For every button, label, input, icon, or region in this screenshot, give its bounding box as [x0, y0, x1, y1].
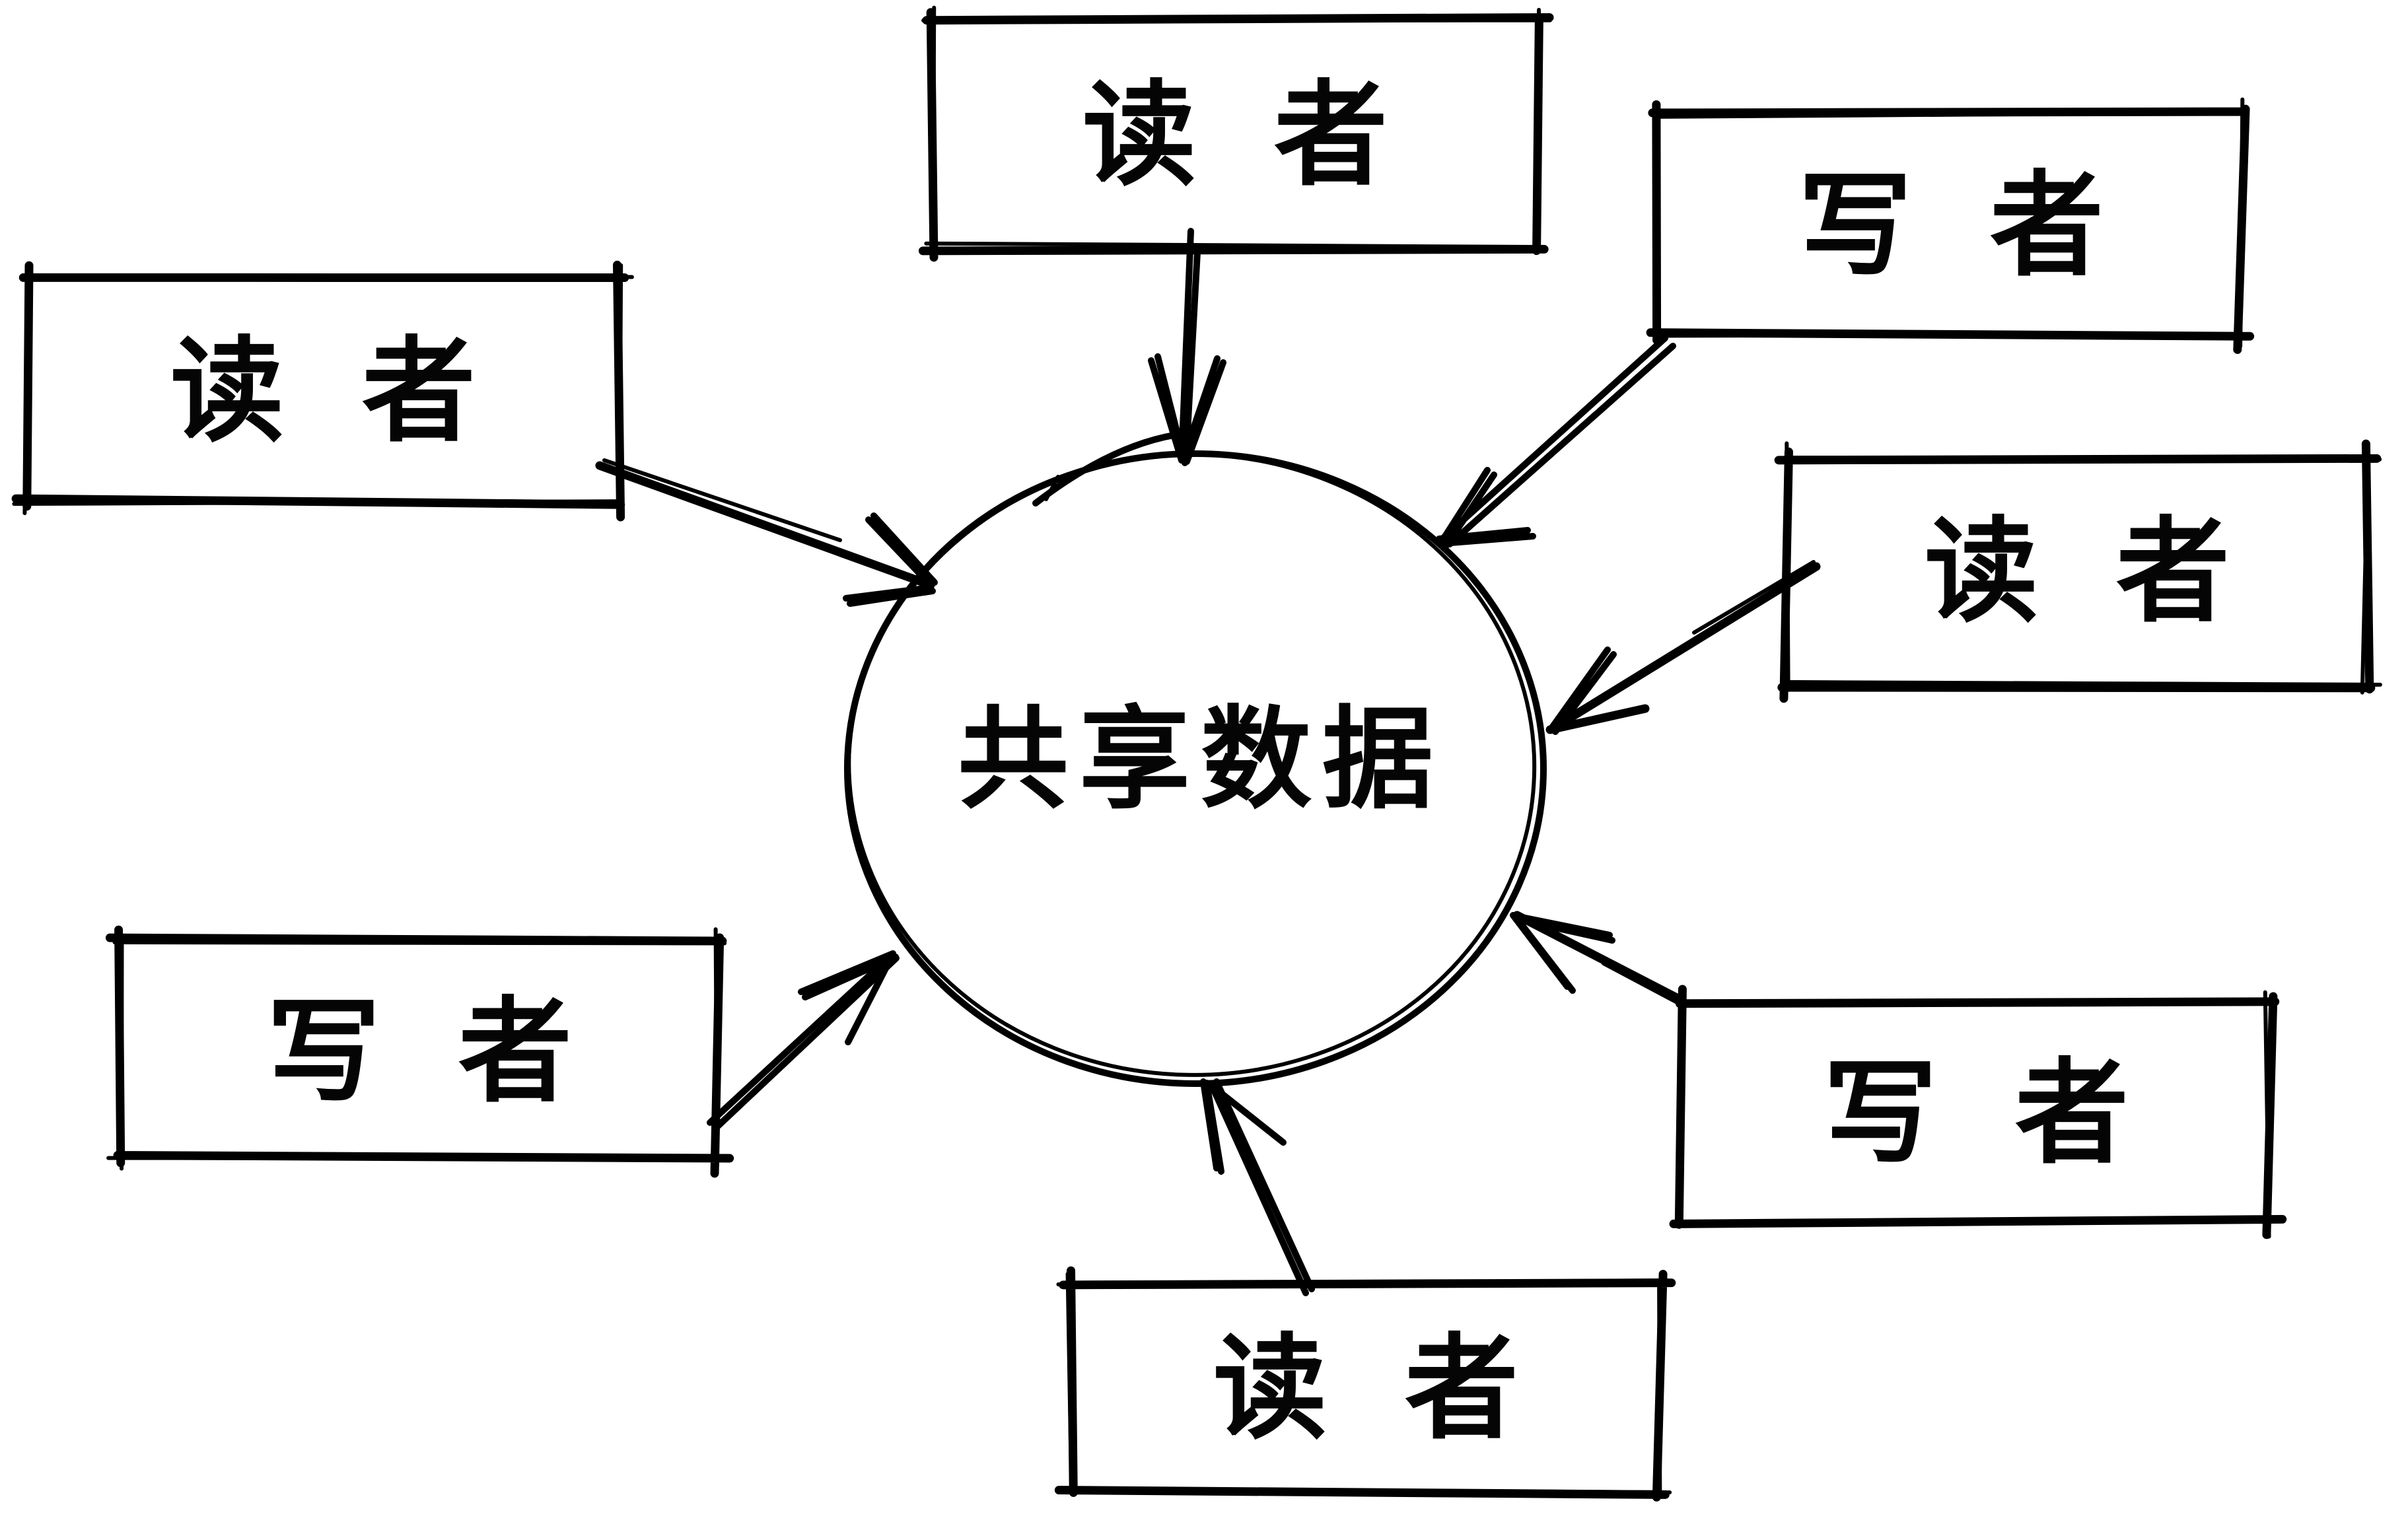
node-reader-bottom-label: 读者: [1213, 1322, 1596, 1455]
circle-resketch-arc: [1032, 430, 1191, 506]
node-reader-top-left: 读者: [11, 260, 634, 522]
node-writer-bottom-right: 写者: [1669, 985, 2287, 1239]
node-writer-top-right: 写者: [1646, 97, 2255, 354]
node-reader-right-label: 读者: [1925, 505, 2308, 638]
node-writer-top-right-label: 写者: [1798, 159, 2181, 292]
shared-data-label: 共享数据: [958, 695, 1444, 824]
arrow-reader-right-to-shared-data: [1545, 560, 1821, 735]
node-reader-top-label: 读者: [1082, 69, 1466, 201]
arrow-reader-bottom-to-shared-data: [1200, 1078, 1315, 1296]
node-reader-right: 读者: [1774, 439, 2382, 703]
node-reader-top: 读者: [918, 5, 1554, 262]
circle-stray-tick: [1044, 475, 1060, 501]
node-writer-bottom-left: 写者: [105, 925, 734, 1178]
node-reader-bottom: 读者: [1054, 1266, 1676, 1502]
arrow-writer-bottom-left-to-shared-data: [707, 950, 900, 1132]
shared-data-node: 共享数据: [844, 430, 1547, 1087]
node-reader-top-left-label: 读者: [170, 325, 553, 458]
arrow-writer-top-right-to-shared-data: [1436, 335, 1676, 549]
node-writer-bottom-left-label: 写者: [267, 985, 650, 1118]
shared-data-circle-second-stroke: [847, 452, 1537, 1077]
arrow-writer-bottom-right-to-shared-data: [1510, 911, 1680, 1005]
node-writer-bottom-right-label: 写者: [1824, 1047, 2207, 1179]
arrow-reader-top-to-shared-data: [1148, 228, 1226, 466]
arrow-reader-top-left-to-shared-data: [595, 458, 938, 607]
